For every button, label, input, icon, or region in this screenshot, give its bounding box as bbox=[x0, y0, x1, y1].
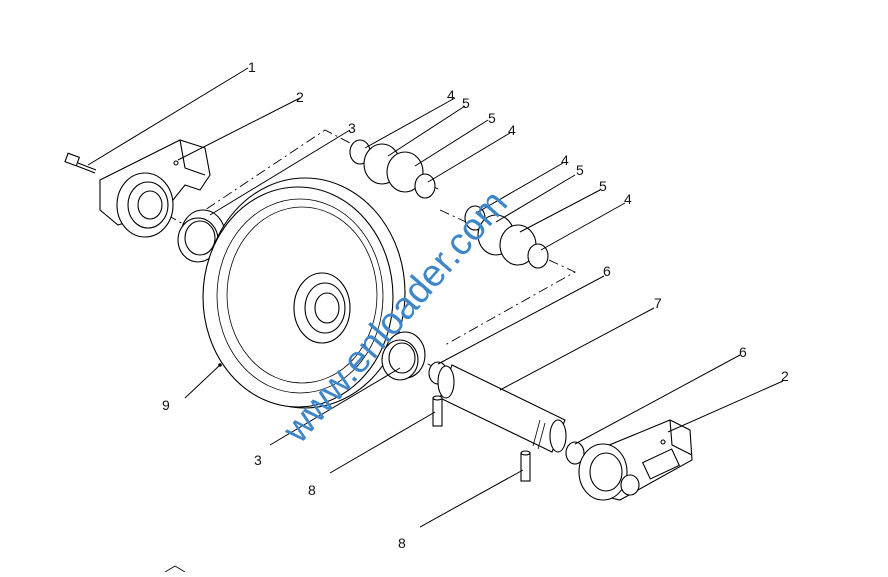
leader-lines bbox=[87, 67, 784, 528]
label-part-8-upper: 8 bbox=[308, 482, 316, 498]
seal-rings-right bbox=[464, 205, 549, 269]
seal-rings-upper bbox=[349, 139, 436, 199]
bushing-lower bbox=[381, 331, 426, 381]
label-part-8-lower: 8 bbox=[398, 535, 406, 551]
part-labels: 1 2 3 4 5 5 4 4 5 5 4 6 7 6 2 9 3 8 8 bbox=[162, 59, 789, 551]
label-part-3-upper: 3 bbox=[348, 120, 356, 136]
label-part-7: 7 bbox=[654, 295, 662, 311]
label-part-4-c: 4 bbox=[561, 152, 569, 168]
support-bracket-right bbox=[578, 419, 693, 501]
label-part-5-b: 5 bbox=[488, 110, 496, 126]
label-part-9: 9 bbox=[162, 397, 170, 413]
label-part-5-a: 5 bbox=[462, 95, 470, 111]
corner-mark bbox=[164, 565, 186, 573]
o-ring-right bbox=[565, 441, 585, 465]
support-bracket-left bbox=[99, 139, 211, 238]
label-part-4-b: 4 bbox=[508, 122, 516, 138]
label-part-3-lower: 3 bbox=[254, 452, 262, 468]
label-part-4-d: 4 bbox=[624, 191, 632, 207]
label-part-5-c: 5 bbox=[576, 162, 584, 178]
pin-lower bbox=[520, 450, 531, 482]
label-part-2-left: 2 bbox=[296, 89, 304, 105]
bolt bbox=[64, 152, 97, 174]
idler-wheel bbox=[202, 177, 406, 409]
pin-upper bbox=[432, 395, 443, 427]
bushing-upper bbox=[177, 209, 226, 263]
label-part-4-a: 4 bbox=[447, 87, 455, 103]
label-part-1: 1 bbox=[248, 59, 256, 75]
label-part-6-upper: 6 bbox=[603, 263, 611, 279]
shaft bbox=[437, 364, 567, 453]
label-part-5-d: 5 bbox=[599, 178, 607, 194]
label-part-2-right: 2 bbox=[781, 368, 789, 384]
label-part-6-lower: 6 bbox=[739, 344, 747, 360]
